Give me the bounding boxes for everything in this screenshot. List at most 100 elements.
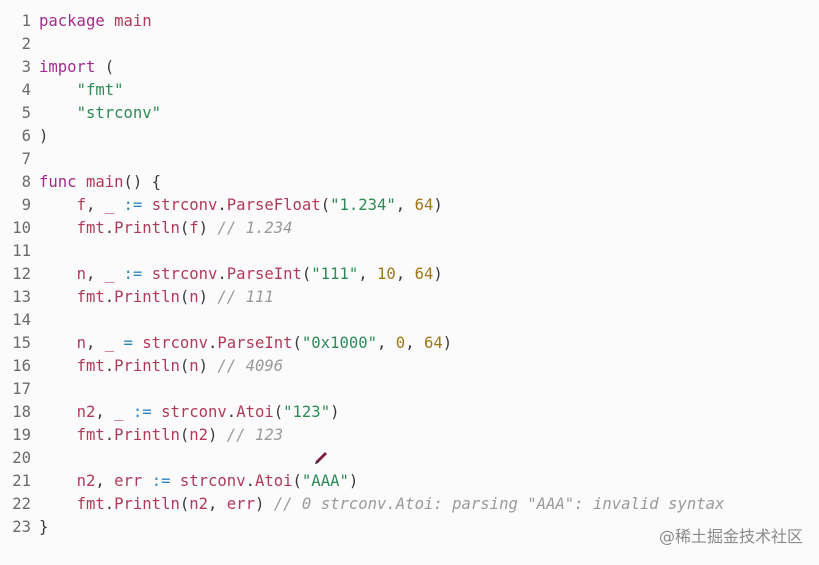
- code-token: (: [179, 219, 190, 237]
- code-token: 10: [377, 265, 396, 283]
- code-token: err: [226, 495, 255, 513]
- code-line[interactable]: 10 fmt.Println(f) // 1.234: [0, 217, 293, 240]
- code-token: [39, 357, 77, 375]
- line-number: 12: [12, 265, 31, 283]
- code-line[interactable]: 19 fmt.Println(n2) // 123: [0, 424, 283, 447]
- code-token: (: [179, 357, 190, 375]
- code-line[interactable]: 9 f, _ := strconv.ParseFloat("1.234", 64…: [0, 194, 443, 217]
- code-line[interactable]: 20: [0, 447, 39, 470]
- code-line[interactable]: 6): [0, 125, 49, 148]
- code-token: strconv: [161, 403, 227, 421]
- line-code: import (: [39, 58, 114, 76]
- line-number: 18: [12, 403, 31, 421]
- code-token: f: [189, 219, 199, 237]
- code-line[interactable]: 13 fmt.Println(n) // 111: [0, 286, 274, 309]
- code-comment: // 123: [226, 426, 284, 444]
- code-token: .: [104, 219, 115, 237]
- code-token: (: [95, 58, 115, 76]
- code-token: .: [208, 334, 218, 352]
- line-number: 15: [12, 334, 31, 352]
- code-token: (: [273, 403, 284, 421]
- line-number: 17: [12, 380, 31, 398]
- line-number: 11: [12, 242, 31, 260]
- code-token: .: [104, 288, 115, 306]
- code-token: n2: [76, 472, 96, 490]
- pen-cursor-icon: [315, 452, 327, 464]
- code-token: .: [226, 403, 237, 421]
- code-line[interactable]: 16 fmt.Println(n) // 4096: [0, 355, 283, 378]
- line-code: }: [39, 518, 48, 536]
- code-line[interactable]: 4 "fmt": [0, 79, 124, 102]
- line-code: ): [39, 127, 48, 145]
- code-token: main: [85, 173, 124, 191]
- code-token: ,: [358, 265, 378, 283]
- code-token: [39, 104, 77, 122]
- code-token: 64: [414, 196, 434, 214]
- code-token: ,: [85, 334, 105, 352]
- code-line[interactable]: 7: [0, 148, 39, 171]
- code-token: =: [123, 334, 133, 352]
- code-line[interactable]: 22 fmt.Println(n2, err) // 0 strconv.Ato…: [0, 493, 724, 516]
- line-number: 13: [12, 288, 31, 306]
- code-token: .: [245, 472, 255, 490]
- code-line[interactable]: 1 package main: [0, 10, 152, 33]
- line-number: 9: [21, 196, 31, 214]
- line-number: 8: [21, 173, 31, 191]
- code-token: [142, 265, 151, 283]
- code-line[interactable]: 2: [0, 33, 39, 56]
- code-token: "strconv": [76, 104, 162, 122]
- code-token: ,: [377, 334, 396, 352]
- code-line[interactable]: 18 n2, _ := strconv.Atoi("123"): [0, 401, 339, 424]
- code-line[interactable]: 21 n2, err := strconv.Atoi("AAA"): [0, 470, 358, 493]
- code-token: ParseFloat: [226, 196, 321, 214]
- line-code: fmt.Println(n2, err) // 0 strconv.Atoi: …: [39, 495, 725, 513]
- code-token: n: [76, 265, 86, 283]
- code-token: [39, 81, 77, 99]
- code-line[interactable]: 8 func main() {: [0, 171, 161, 194]
- code-line[interactable]: 23}: [0, 516, 48, 539]
- code-line[interactable]: 15 n, _ = strconv.ParseInt("0x1000", 0, …: [0, 332, 452, 355]
- code-token: n: [189, 288, 199, 306]
- code-token: ): [330, 403, 340, 421]
- code-token: fmt: [76, 288, 105, 306]
- code-token: ): [442, 334, 453, 352]
- code-token: n: [76, 334, 86, 352]
- code-token: [170, 472, 179, 490]
- code-token: (: [301, 265, 312, 283]
- code-token: "AAA": [301, 472, 349, 490]
- code-token: Atoi: [254, 472, 293, 490]
- line-code: package main: [39, 12, 152, 30]
- code-token: ): [208, 426, 227, 444]
- code-comment: // 1.234: [217, 219, 293, 237]
- code-line[interactable]: 14: [0, 309, 39, 332]
- line-number: 7: [21, 150, 31, 168]
- code-line[interactable]: 17: [0, 378, 39, 401]
- line-number: 1: [21, 12, 31, 30]
- code-token: ): [198, 219, 218, 237]
- code-token: ): [198, 288, 218, 306]
- code-token: ): [348, 472, 359, 490]
- code-token: func: [39, 173, 77, 191]
- code-token: :=: [123, 265, 143, 283]
- line-code: fmt.Println(n) // 111: [39, 288, 274, 306]
- code-line[interactable]: 12 n, _ := strconv.ParseInt("111", 10, 6…: [0, 263, 443, 286]
- code-token: n2: [76, 403, 96, 421]
- code-token: main: [114, 12, 152, 30]
- line-code: n, _ := strconv.ParseInt("111", 10, 64): [39, 265, 443, 283]
- code-token: .: [217, 265, 227, 283]
- code-token: ): [198, 357, 218, 375]
- code-line[interactable]: 5 "strconv": [0, 102, 161, 125]
- code-token: .: [104, 357, 115, 375]
- code-token: Println: [114, 495, 180, 513]
- code-line[interactable]: 11: [0, 240, 39, 263]
- code-comment: // 4096: [217, 357, 284, 375]
- code-token: Println: [114, 219, 180, 237]
- code-token: ParseInt: [226, 265, 302, 283]
- code-token: [39, 288, 77, 306]
- watermark: @稀土掘金技术社区: [658, 527, 803, 546]
- code-comment: // 111: [217, 288, 274, 306]
- line-code: func main() {: [39, 173, 161, 191]
- line-code: n2, err := strconv.Atoi("AAA"): [39, 472, 359, 490]
